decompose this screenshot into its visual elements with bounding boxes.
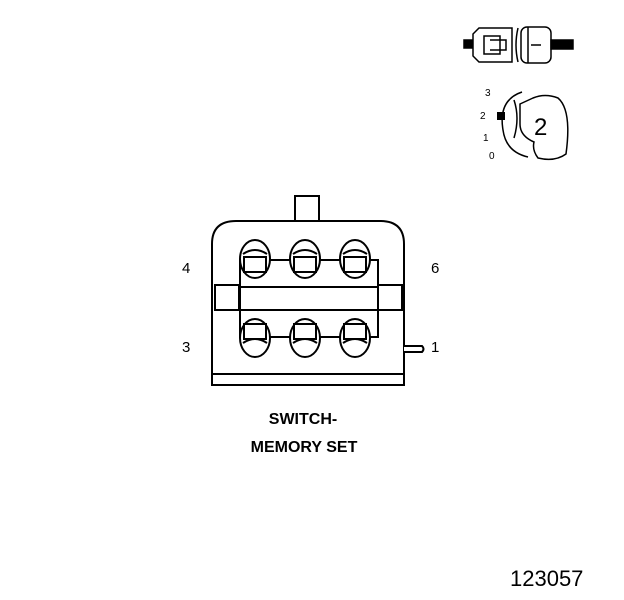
terminal-cavity xyxy=(289,239,321,279)
position-label-0: 0 xyxy=(489,151,495,162)
position-label-1: 1 xyxy=(483,133,489,144)
connector-housing xyxy=(211,195,425,386)
terminal-cavity xyxy=(339,318,371,358)
terminal-row-top xyxy=(239,239,371,279)
terminal-cavity xyxy=(239,239,271,279)
diagram-title-line-1: SWITCH- xyxy=(268,411,338,428)
pin-label-1: 1 xyxy=(431,339,440,356)
diagram-title-line-2: MEMORY SET xyxy=(250,439,358,456)
pin-label-4: 4 xyxy=(182,260,191,277)
terminal-cavity xyxy=(289,318,321,358)
figure-number: 123057 xyxy=(510,566,584,591)
position-label-3: 3 xyxy=(485,88,491,99)
position-selector-icon xyxy=(497,91,569,161)
pin-label-3: 3 xyxy=(182,339,191,356)
connector-side-view-icon xyxy=(463,26,574,64)
position-label-2: 2 xyxy=(480,111,486,122)
terminal-row-bottom xyxy=(239,318,371,358)
terminal-cavity xyxy=(339,239,371,279)
selected-position-number: 2 xyxy=(534,114,548,141)
terminal-cavity xyxy=(239,318,271,358)
pin-label-6: 6 xyxy=(431,260,440,277)
